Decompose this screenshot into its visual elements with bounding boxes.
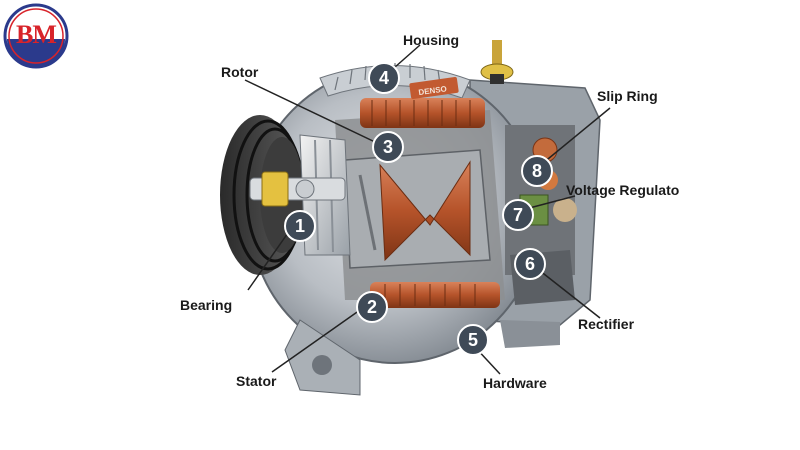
callouts: 1 2 3 4 5 6 7 8 <box>284 62 553 356</box>
label-rectifier: Rectifier <box>578 316 635 332</box>
label-slip-ring: Slip Ring <box>597 88 658 104</box>
callout-1: 1 <box>284 210 316 242</box>
callout-circle <box>368 62 400 94</box>
label-bearing: Bearing <box>180 297 233 313</box>
callout-4: 4 <box>368 62 400 94</box>
shaft <box>249 171 346 207</box>
callout-number: 6 <box>525 254 535 274</box>
label-voltage-regulator: Voltage Regulato <box>566 182 680 198</box>
callout-number: 4 <box>379 68 389 88</box>
label-rotor: Rotor <box>221 64 259 80</box>
callout-7: 7 <box>502 199 534 231</box>
callout-number: 7 <box>513 205 523 225</box>
callout-6: 6 <box>514 248 546 280</box>
brand-logo <box>3 3 69 69</box>
cutaway-interior: DENSO <box>335 76 505 308</box>
label-housing: Housing <box>403 32 459 48</box>
brand-plate-text: DENSO <box>418 84 447 97</box>
callout-circle <box>521 155 553 187</box>
callout-circle <box>514 248 546 280</box>
callout-number: 2 <box>367 297 377 317</box>
callout-5: 5 <box>457 324 489 356</box>
callout-number: 8 <box>532 161 542 181</box>
callout-circle <box>457 324 489 356</box>
label-hardware: Hardware <box>483 375 547 391</box>
callout-number: 3 <box>383 137 393 157</box>
callout-circle <box>502 199 534 231</box>
callout-8: 8 <box>521 155 553 187</box>
logo-text: BM <box>16 20 57 49</box>
label-stator: Stator <box>236 373 277 389</box>
callout-circle <box>284 210 316 242</box>
callout-circle <box>356 291 388 323</box>
callout-number: 1 <box>295 216 305 236</box>
callout-2: 2 <box>356 291 388 323</box>
callout-3: 3 <box>372 131 404 163</box>
callout-number: 5 <box>468 330 478 350</box>
callout-circle <box>372 131 404 163</box>
